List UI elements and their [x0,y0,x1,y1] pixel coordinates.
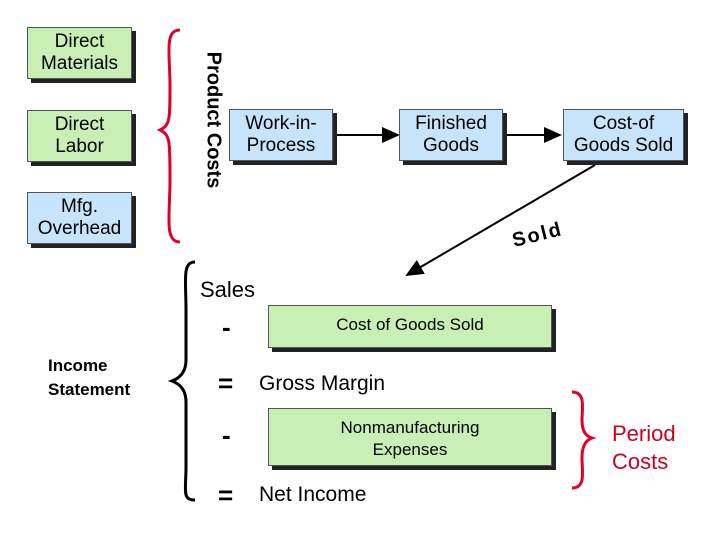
cogs-label: Cost of Goods Sold [336,315,484,334]
period-costs-label: Period Costs [612,421,676,474]
finished-goods-box: Finished Goods [399,109,503,161]
direct-labor-label: Direct Labor [54,114,105,157]
cost-of-goods-sold-label: Cost-of Goods Sold [573,113,674,156]
nonmanufacturing-box: Nonmanufacturing Expenses [268,408,552,466]
sold-arrow [405,164,596,277]
nonmanufacturing-label: Nonmanufacturing Expenses [340,418,480,459]
work-in-process-label: Work-in- Process [245,113,317,156]
income-statement-brace [167,260,196,502]
cogs-box: Cost of Goods Sold [268,305,552,348]
product-costs-brace [156,28,181,244]
period-costs-brace [571,390,597,490]
equals-sign-1: = [218,368,234,398]
product-costs-label: Product Costs [202,51,225,189]
direct-materials-box: Direct Materials [27,27,132,79]
mfg-overhead-label: Mfg. Overhead [37,196,122,239]
minus-sign-1: - [222,312,231,342]
direct-labor-box: Direct Labor [27,110,132,162]
net-income-label: Net Income [259,483,367,506]
equals-sign-2: = [218,480,234,510]
mfg-overhead-box: Mfg. Overhead [27,192,132,244]
gross-margin-label: Gross Margin [259,372,386,395]
finished-goods-label: Finished Goods [415,113,487,156]
income-statement-label: Income Statement [48,356,131,399]
cost-of-goods-sold-box: Cost-of Goods Sold [563,109,684,161]
minus-sign-2: - [222,420,231,450]
sales-label: Sales [200,277,256,302]
work-in-process-box: Work-in- Process [229,109,333,161]
direct-materials-label: Direct Materials [40,31,119,74]
